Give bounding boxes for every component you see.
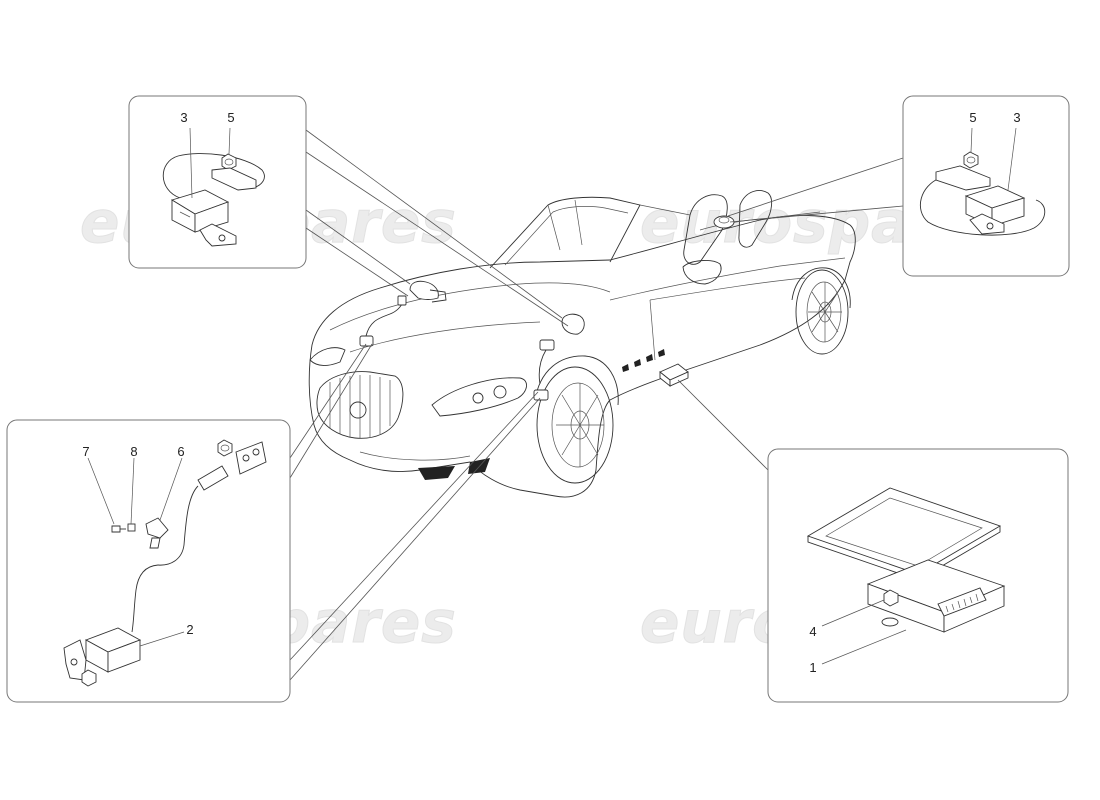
callout-3-top-right: 3: [1013, 110, 1020, 125]
car-drawing: [308, 190, 856, 498]
callout-3-top-left: 3: [180, 110, 187, 125]
car-mounted-parts: [359, 215, 735, 401]
callout-8: 8: [130, 444, 137, 459]
callout-7: 7: [82, 444, 89, 459]
grille-bars: [329, 375, 391, 438]
callout-1: 1: [809, 660, 816, 675]
detail-panel-bottom-right: 4 1: [767, 448, 1069, 703]
callout-5-top-right: 5: [969, 110, 976, 125]
detail-panel-top-left: 3 5: [128, 95, 307, 269]
leader-lines: [289, 129, 904, 681]
callout-2: 2: [186, 622, 193, 637]
detail-panel-top-right: 5 3: [902, 95, 1070, 277]
callout-6: 6: [177, 444, 184, 459]
detail-panel-bottom-left: 7 8 6 2: [6, 419, 291, 703]
callout-4: 4: [809, 624, 816, 639]
callout-5-top-left: 5: [227, 110, 234, 125]
